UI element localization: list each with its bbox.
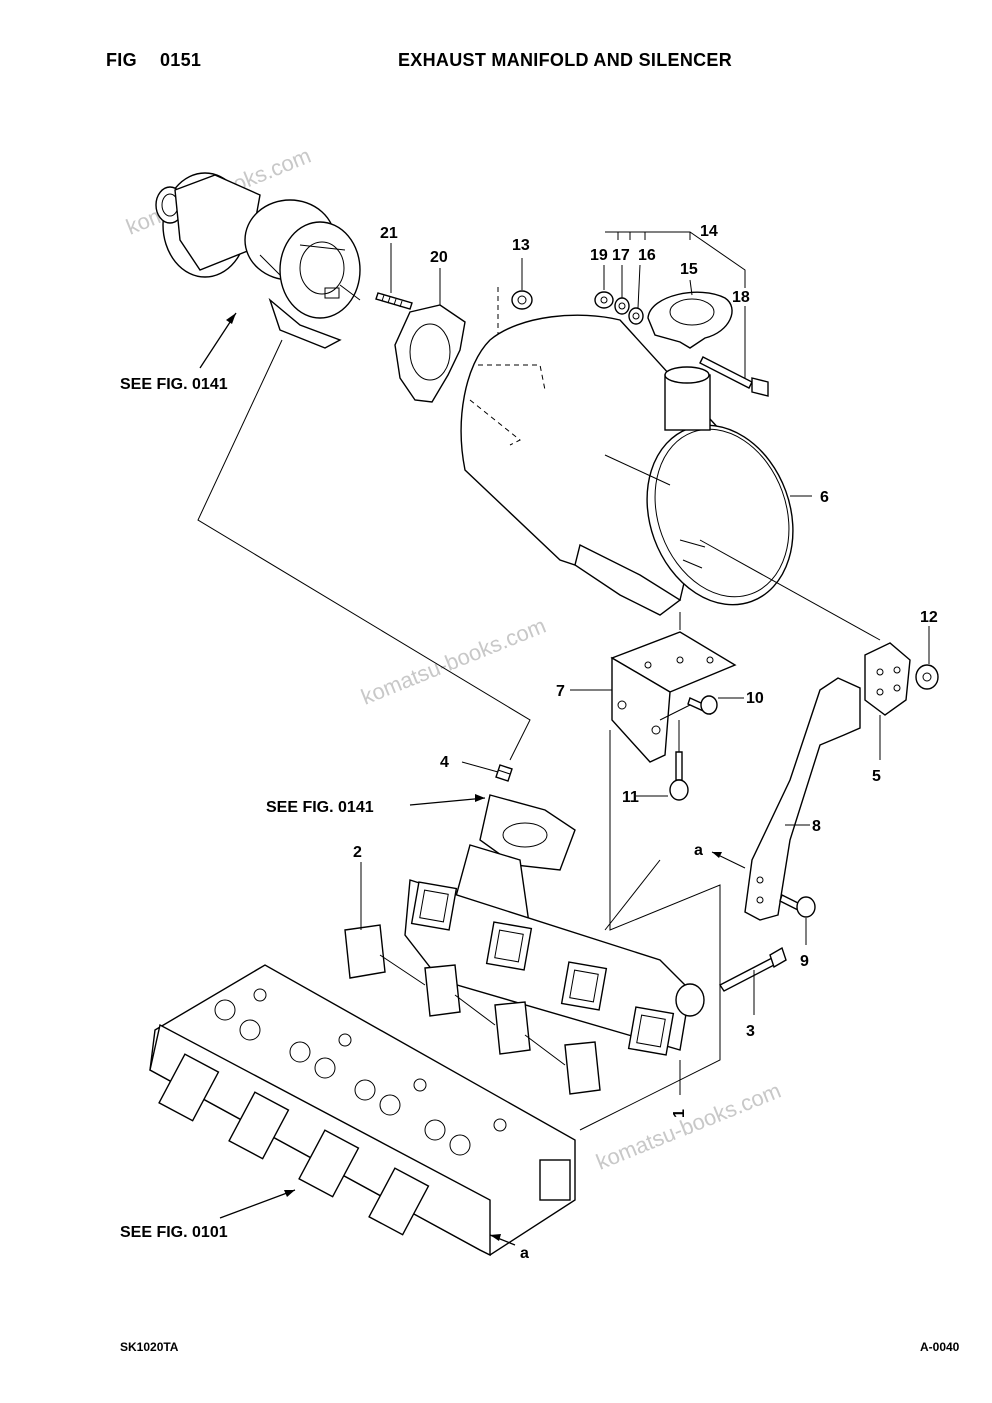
callout-2: 2 <box>353 844 362 861</box>
callout-17: 17 <box>612 247 630 264</box>
gasket-2-drawing <box>344 924 601 1095</box>
nut-12-drawing <box>915 664 939 690</box>
gasket-4-drawing <box>495 764 513 782</box>
see-fig-0141-gasket: SEE FIG. 0141 <box>266 799 374 816</box>
stay-8-drawing <box>744 677 861 921</box>
callout-14: 14 <box>700 223 718 240</box>
fig-number: 0151 <box>160 50 202 70</box>
callout-11: 11 <box>622 789 639 806</box>
see-fig-0101-head: SEE FIG. 0101 <box>120 1224 228 1241</box>
callout-1: 1 <box>671 1109 688 1118</box>
marker-a-bracket: a <box>694 842 703 859</box>
callout-3: 3 <box>746 1023 755 1040</box>
bolt-18-drawing <box>699 356 769 397</box>
bolt-3-drawing <box>718 946 787 992</box>
washer-17-drawing <box>614 297 630 315</box>
bracket-7-drawing <box>610 631 737 763</box>
bolt-11-drawing <box>669 751 689 801</box>
page-title: EXHAUST MANIFOLD AND SILENCER <box>398 50 733 70</box>
callout-18: 18 <box>732 289 750 306</box>
see-fig-0141-turbo: SEE FIG. 0141 <box>120 376 228 393</box>
footer-left-code: SK1020TA <box>120 1340 179 1354</box>
callout-8: 8 <box>812 818 821 835</box>
bracket-5-drawing <box>864 642 911 716</box>
callout-21: 21 <box>380 225 398 242</box>
callout-4: 4 <box>440 754 449 771</box>
nut-19-drawing <box>594 291 614 309</box>
callout-5: 5 <box>872 768 881 785</box>
callout-12: 12 <box>920 609 938 626</box>
clamp-15-drawing <box>647 291 733 349</box>
bolt-9-drawing <box>779 894 816 918</box>
turbocharger-drawing <box>155 172 361 349</box>
marker-a-head: a <box>520 1245 529 1262</box>
callout-19: 19 <box>590 247 608 264</box>
callout-16: 16 <box>638 247 656 264</box>
gasket-20-drawing <box>394 304 466 403</box>
callout-6: 6 <box>820 489 829 506</box>
cylinder-head-drawing <box>149 964 576 1257</box>
watermark: komatsu-books.com <box>593 1078 785 1175</box>
watermark: komatsu-books.com <box>358 613 550 710</box>
silencer-6-drawing <box>460 314 794 616</box>
fig-label: FIG <box>106 50 137 70</box>
callout-20: 20 <box>430 249 448 266</box>
washer-16-drawing <box>628 307 644 325</box>
exhaust-manifold-1-drawing <box>404 794 705 1056</box>
callout-15: 15 <box>680 261 698 278</box>
footer-right-code: A-0040 <box>920 1340 960 1354</box>
callout-10: 10 <box>746 690 764 707</box>
callout-13: 13 <box>512 237 530 254</box>
nut-13-drawing <box>511 290 533 310</box>
stud-21-drawing <box>375 292 413 310</box>
bolt-10-drawing <box>687 695 718 715</box>
callout-7: 7 <box>556 683 565 700</box>
callout-9: 9 <box>800 953 809 970</box>
